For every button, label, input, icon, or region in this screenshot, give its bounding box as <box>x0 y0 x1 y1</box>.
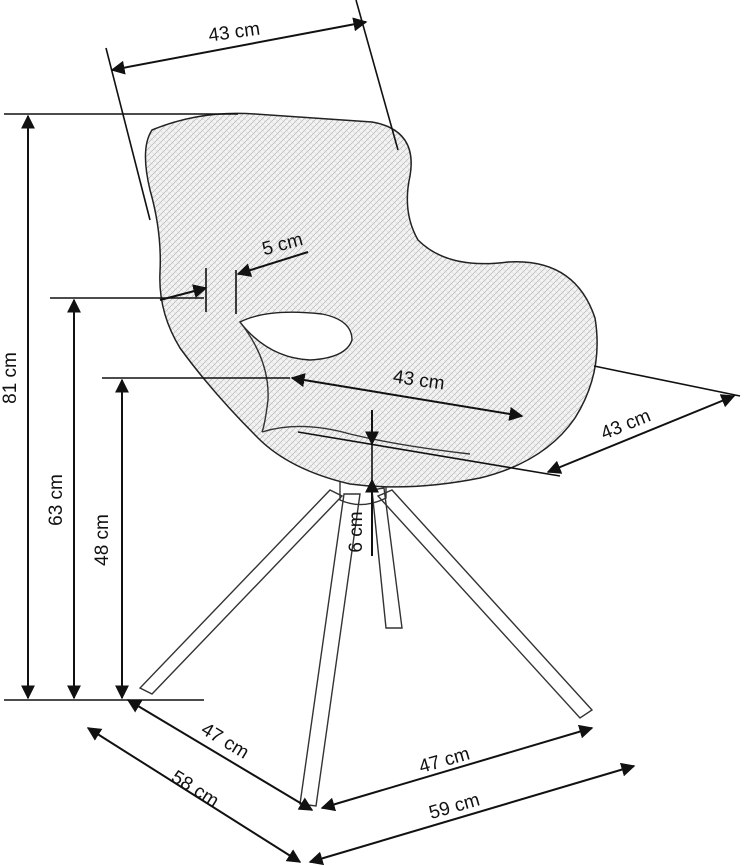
right-leg <box>376 489 594 719</box>
dim-armrest-height: 63 cm <box>46 297 204 700</box>
label-seat-thickness: 6 cm <box>346 511 367 552</box>
label-total-height: 81 cm <box>0 352 21 404</box>
dim-seat-thickness: 6 cm <box>346 410 379 556</box>
label-seat-height: 48 cm <box>92 514 113 566</box>
back-leg <box>371 487 403 629</box>
label-seat-depth: 43 cm <box>598 405 654 444</box>
chair-illustration <box>138 112 598 807</box>
left-leg <box>138 489 344 695</box>
dim-base-depth: 58 cm <box>86 727 302 863</box>
label-base-right-leg-span: 47 cm <box>417 743 473 777</box>
arm-cutout <box>238 311 353 361</box>
label-base-depth: 58 cm <box>167 767 222 812</box>
swivel-hub <box>339 474 387 506</box>
dim-seat-height: 48 cm <box>92 377 290 700</box>
seat-edge <box>261 425 471 455</box>
dim-base-width: 59 cm <box>308 762 636 866</box>
label-armrest-height: 63 cm <box>46 474 67 526</box>
inner-arm <box>239 321 269 433</box>
